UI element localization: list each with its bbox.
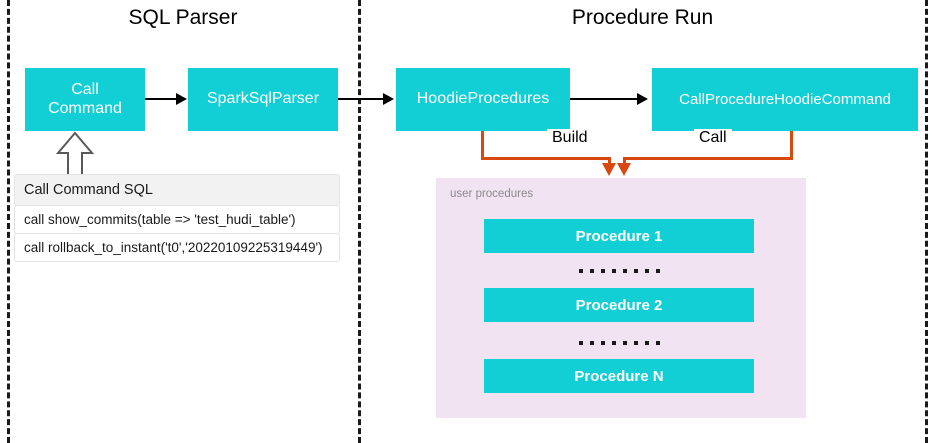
procedure-box[interactable]: Procedure 2 <box>484 288 754 322</box>
edge-sparksqlparser-hoodieprocedures-arrowhead <box>383 93 394 105</box>
edge-callcommand-sparksqlparser-line <box>145 98 177 100</box>
node-hoodie-procedures[interactable]: HoodieProcedures <box>396 68 570 131</box>
edge-label-call: Call <box>694 129 732 147</box>
panel-title-sql-parser: SQL Parser <box>128 6 238 29</box>
node-spark-sql-parser[interactable]: SparkSqlParser <box>188 68 338 131</box>
edge-build-drop <box>608 157 611 165</box>
procedure-ellipsis-icon <box>484 265 754 277</box>
edge-hoodieprocedures-callprocedure-arrowhead <box>637 93 648 105</box>
divider-left <box>7 0 10 443</box>
node-call-command-line2: Command <box>48 99 122 117</box>
block-arrow-up-icon <box>55 131 95 176</box>
edge-build-arrowhead-icon <box>602 163 616 176</box>
edge-call-horizontal <box>623 157 793 160</box>
edge-callcommand-sparksqlparser-arrowhead <box>176 93 187 105</box>
edge-hoodieprocedures-callprocedure-line <box>570 98 638 100</box>
edge-build-horizontal <box>481 157 611 160</box>
sql-table-row: call rollback_to_instant('t0','202201092… <box>14 233 340 262</box>
panel-title-procedure-run: Procedure Run <box>571 6 714 29</box>
node-call-procedure-hoodie-command[interactable]: CallProcedureHoodieCommand <box>652 68 918 131</box>
edge-sparksqlparser-hoodieprocedures-line <box>338 98 384 100</box>
user-procedures-label: user procedures <box>450 188 534 200</box>
node-call-command[interactable]: Call Command <box>25 68 145 131</box>
procedure-box[interactable]: Procedure 1 <box>484 219 754 253</box>
divider-middle <box>358 0 361 443</box>
sql-table: Call Command SQL call show_commits(table… <box>14 174 340 262</box>
sql-table-row: call show_commits(table => 'test_hudi_ta… <box>14 205 340 234</box>
sql-table-header: Call Command SQL <box>14 174 340 206</box>
edge-call-arrowhead-icon <box>617 163 631 176</box>
divider-right <box>925 0 928 443</box>
node-call-command-line1: Call <box>71 81 99 99</box>
edge-call-vertical <box>790 131 793 159</box>
procedure-box[interactable]: Procedure N <box>484 359 754 393</box>
edge-build-vertical <box>481 131 484 159</box>
procedure-ellipsis-icon <box>484 337 754 349</box>
edge-label-build: Build <box>547 129 593 147</box>
edge-call-drop <box>623 157 626 165</box>
user-procedures-panel: user procedures Procedure 1 Procedure 2 … <box>436 178 806 418</box>
